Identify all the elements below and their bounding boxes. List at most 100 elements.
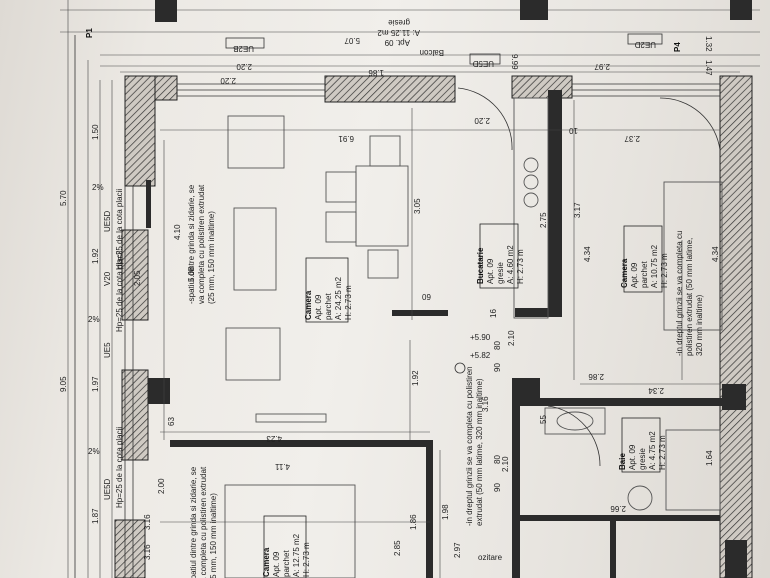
dim-text: 3.16	[143, 544, 152, 560]
room-camera-bottom: Camera Apt. 09 parchet A: 12.75 m2 H: 2.…	[262, 533, 311, 577]
room-area: A: 10.75 m2	[650, 244, 659, 288]
dim-text: 5.70	[59, 190, 68, 206]
room-box-bucatarie	[479, 223, 519, 289]
wall-tag-note: Hp=25 de la cota placii	[115, 189, 124, 270]
room-name: Camera	[620, 258, 629, 288]
dim-text: 2.86	[588, 372, 604, 381]
dim-text: 4.34	[711, 246, 720, 262]
exterior-walls	[114, 75, 753, 578]
dim-text: 1.50	[91, 124, 100, 140]
dim-text: 2.85	[393, 540, 402, 556]
room-finish: parchet	[324, 293, 333, 320]
note-line: (25 mm, 150 mm inaltime)	[207, 211, 216, 304]
balcony-labels: A: 11.25 m2 gresie Apt. 09 Balcon UE2B U…	[233, 18, 713, 76]
dim-text: 3.17	[573, 202, 582, 218]
balcony-tag-mid: UE5D	[472, 59, 494, 68]
balcony-dim-6: 1.47	[704, 60, 713, 76]
bottom-room-label: ozitare	[478, 553, 503, 562]
balcony-dim-5: 1.32	[704, 36, 713, 52]
room-height: H: 2.73 m	[302, 542, 311, 577]
wall-tags: UE5D UE5 UE5D Hp=25 de la cota placii Hp…	[103, 189, 124, 508]
dim-text: 2.05	[133, 270, 142, 286]
wall-tag: UE5D	[103, 210, 112, 232]
room-apt: Apt. 09	[314, 294, 323, 320]
room-baie: Baie Apt. 09 gresie A: 4.75 m2 H: 2.73 m	[618, 431, 667, 470]
balcony-dim-3: 2.97	[594, 62, 610, 71]
furniture	[224, 97, 723, 578]
level-mark: +5.90	[470, 333, 491, 342]
dim-text: 1.92	[91, 248, 100, 264]
note-left-top: -spatiul dintre grinda si zidarie, se va…	[187, 184, 216, 304]
dim-text: 4.11	[274, 462, 290, 471]
note-line: -in dreptul grinzii se va completa cu po…	[465, 366, 474, 526]
dim-text: 5.08	[187, 266, 196, 282]
marker-p4: P4	[673, 42, 682, 52]
note-line: -spatiul dintre grinda si zidarie, se	[189, 466, 198, 578]
dim-text: 63	[167, 417, 176, 426]
wall-tag-note: Hp=25 de la cota placii	[115, 251, 124, 332]
room-height: H: 2.73 m	[344, 285, 353, 320]
dimension-lines	[67, 0, 720, 578]
dim-text: 2.97	[453, 542, 462, 558]
dim-text: 90	[493, 483, 502, 492]
dim-text: 1.92	[411, 370, 420, 386]
level-mark: +5.82	[470, 351, 491, 360]
interior-walls	[124, 90, 722, 578]
dim-text: 1.86	[368, 68, 384, 77]
windows	[177, 83, 721, 151]
wall-tag: UE5	[103, 342, 112, 358]
note-line: -in dreptul grinzii se va completa cu	[675, 231, 684, 356]
note-line: va completa cu polistiren extrudat	[197, 184, 206, 304]
dim-text: 80	[493, 341, 502, 350]
dim-text: 1.87	[91, 508, 100, 524]
balcony-label-finish: gresie	[388, 18, 410, 27]
inner-dimensions: 2.20 1.86 6.91 2.20 2.37 10 3.05 4.10 5.…	[143, 68, 720, 558]
dim-text: 2.20	[474, 116, 490, 125]
balcony-dim-1: 2.20	[236, 62, 252, 71]
room-box-camera-right	[623, 225, 663, 293]
room-apt: Apt. 09	[272, 551, 281, 577]
dim-text: 2%	[88, 315, 100, 324]
balcony-label-apt: Apt. 09	[384, 38, 410, 47]
left-dimensions: 5.70 1.50 9.05 1.92 1.97 1.87 2.05 2.00 …	[59, 124, 166, 560]
room-apt: Apt. 09	[486, 258, 495, 284]
dim-text: 2.75	[539, 212, 548, 228]
dim-text: 16	[489, 309, 498, 318]
room-area: A: 4.60 m2	[506, 245, 515, 284]
wall-tag-note: Hp=25 de la cota placii	[115, 427, 124, 508]
balcony-tag-right: UE2D	[634, 40, 656, 49]
note-line: 320 mm inaltime)	[695, 294, 704, 356]
room-name: Camera	[304, 290, 313, 320]
dim-text: 2.10	[501, 456, 510, 472]
room-finish: gresie	[638, 448, 647, 470]
balcony-tag-left: UE2B	[233, 44, 254, 53]
note-left-bottom: -spatiul dintre grinda si zidarie, se va…	[189, 466, 218, 578]
dim-text: 2.34	[648, 386, 664, 395]
dim-text: 4.10	[173, 224, 182, 240]
marker-p1: P1	[85, 28, 94, 38]
room-camera-main: Camera Apt. 09 parchet A: 24.25 m2 H: 2.…	[304, 276, 353, 320]
room-finish: gresie	[496, 262, 505, 284]
dim-text: 55	[539, 415, 548, 424]
room-area: A: 24.25 m2	[334, 276, 343, 320]
room-box-camera-main	[305, 257, 349, 323]
dim-text: 3.05	[413, 198, 422, 214]
dim-text: 1.64	[705, 450, 714, 466]
room-apt: Apt. 09	[630, 262, 639, 288]
dim-text: 2%	[92, 183, 104, 192]
room-finish: parchet	[282, 550, 291, 577]
wall-tag: UE5D	[103, 478, 112, 500]
room-name: Camera	[262, 547, 271, 577]
note-line: polistiren extrudat (50 mm latime,	[685, 238, 694, 356]
dim-text: 1.98	[441, 504, 450, 520]
balcony-label-name: Balcon	[420, 48, 444, 57]
balcony-label-area: A: 11.25 m2	[377, 28, 420, 37]
dim-text: 1.97	[91, 376, 100, 392]
balcony-dim-2: 5.07	[344, 36, 360, 45]
dim-text: 4.34	[583, 246, 592, 262]
room-apt: Apt. 09	[628, 444, 637, 470]
room-area: A: 4.75 m2	[648, 431, 657, 470]
dim-text: V20	[103, 271, 112, 286]
